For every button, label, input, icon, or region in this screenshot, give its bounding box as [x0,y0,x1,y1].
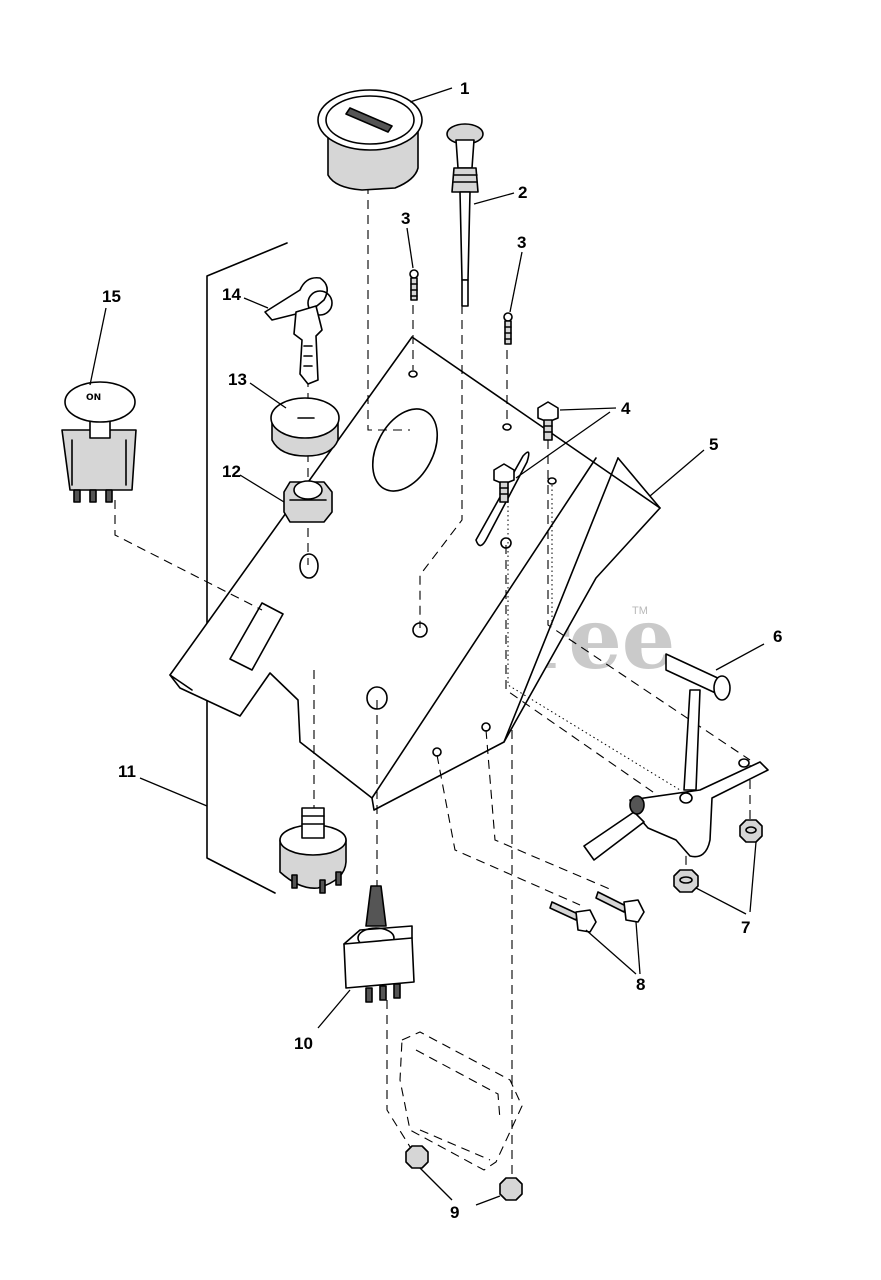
part-6-throttle-lever [583,653,769,861]
leader-lines [89,87,765,1206]
part-13-ignition-cap [270,397,340,457]
callout-12: 12 [222,462,241,481]
part-5-dash-panel [169,336,661,811]
part-ignition-switch-body [279,807,347,894]
callout-6: 6 [773,627,782,646]
callout-2: 2 [518,183,527,202]
part-8-screw-right [595,891,645,923]
part-9-nut-right [499,1177,523,1201]
part-14-keys [264,276,333,385]
callout-8: 8 [636,975,645,994]
part-4-bolt-lower [493,463,515,503]
callout-1: 1 [460,79,469,98]
assembly-guide-lines [114,185,751,1180]
part-1-cap [317,89,423,191]
callout-4: 4 [621,399,631,418]
part-8-screw-left [549,901,597,933]
callout-14: 14 [222,285,241,304]
svg-text:ON: ON [86,393,101,403]
callout-7: 7 [741,918,750,937]
callout-10: 10 [294,1034,313,1053]
callout-11: 11 [118,762,136,781]
watermark-trademark: TM [632,605,648,617]
callout-3a: 3 [401,209,410,228]
part-2-choke-cable [446,123,484,307]
part-12-nut [283,480,333,523]
part-3-screw-left [409,269,419,301]
part-7-nut-right [739,819,763,843]
part-15-pto-switch: ON [61,381,137,503]
callout-3b: 3 [517,233,526,252]
part-lower-bracket [399,1031,523,1171]
part-11-bracket-line [206,242,288,894]
part-10-toggle-switch [343,885,415,1003]
callout-numbers: 1 2 3 3 4 5 6 7 8 9 10 11 12 13 14 15 [102,79,782,1222]
part-4-bolt-upper [537,401,559,441]
part-7-nut-left [673,869,699,893]
callout-5: 5 [709,435,718,454]
part-9-nut-left [405,1145,429,1169]
callout-13: 13 [228,370,247,389]
callout-15: 15 [102,287,121,306]
callout-9: 9 [450,1203,459,1222]
part-3-screw-right [503,312,513,345]
